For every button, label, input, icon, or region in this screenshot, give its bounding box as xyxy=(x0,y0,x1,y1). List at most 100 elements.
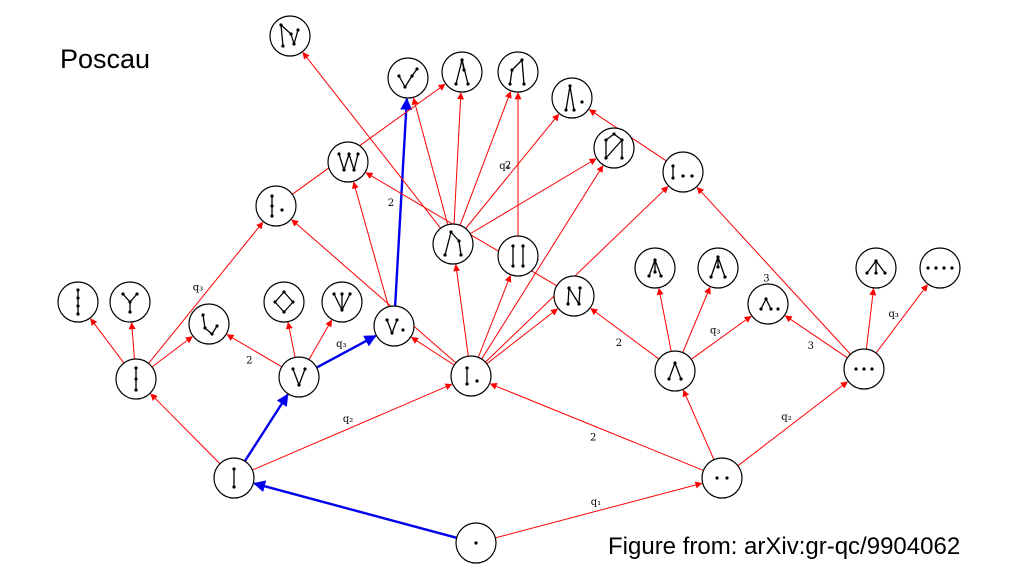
hasse-point xyxy=(128,310,132,314)
hasse-point xyxy=(232,485,236,489)
edge-n3b-n4e xyxy=(308,319,332,360)
hasse-point xyxy=(647,274,651,278)
edge-n3e-n4l xyxy=(696,186,851,355)
poset-node-v-up xyxy=(278,356,320,398)
poset-node-chain-2-plus-2-dots xyxy=(662,151,704,193)
hasse-point xyxy=(764,297,768,301)
path-edge-n4f-n4t xyxy=(393,97,413,307)
edge-n3a-n4b xyxy=(128,322,136,360)
hasse-point xyxy=(76,312,80,316)
node-circle xyxy=(593,127,635,169)
edge-label: 3 xyxy=(808,341,814,352)
hasse-link xyxy=(605,139,623,159)
hasse-link xyxy=(509,69,513,85)
edge-label: 2 xyxy=(246,355,252,366)
hasse-point xyxy=(332,292,336,296)
hasse-link xyxy=(717,256,726,278)
slide-title: Poscau xyxy=(60,44,151,74)
hasse-point xyxy=(337,152,341,156)
poset-node-lambda-chain xyxy=(432,223,474,265)
hasse-link xyxy=(567,287,570,305)
hasse-point xyxy=(457,239,461,243)
poset-node-antichain-4 xyxy=(919,247,961,289)
hasse-link xyxy=(386,319,393,334)
edge-n4r-n4v xyxy=(459,90,512,226)
hasse-point xyxy=(297,383,301,387)
edge-n1-n2b xyxy=(495,481,703,539)
hasse-link xyxy=(338,153,345,171)
hasse-link xyxy=(202,314,206,329)
edge-n3e-n4p xyxy=(865,288,877,350)
hasse-point xyxy=(568,84,572,88)
hasse-point xyxy=(580,100,584,104)
hasse-link xyxy=(511,59,523,71)
hasse-point xyxy=(280,208,284,212)
hasse-point xyxy=(273,300,277,304)
hasse-link xyxy=(765,298,772,310)
hasse-point xyxy=(390,331,394,335)
node-circle xyxy=(497,51,539,93)
edge-n2a-n3c xyxy=(252,383,453,471)
hasse-point xyxy=(134,377,138,381)
hasse-point xyxy=(572,108,576,112)
hasse-point xyxy=(725,476,729,480)
nodes-layer xyxy=(57,15,961,564)
node-circle xyxy=(432,223,474,265)
hasse-point xyxy=(352,168,356,172)
hasse-link xyxy=(348,153,355,171)
hasse-link xyxy=(298,368,306,386)
edge-n3e-n4o xyxy=(784,315,848,359)
hasse-point xyxy=(128,300,132,304)
hasse-point xyxy=(303,367,307,371)
hasse-point xyxy=(759,307,763,311)
hasse-point xyxy=(270,214,274,218)
edge-n3a-n4a xyxy=(90,318,125,364)
hasse-link xyxy=(343,153,350,171)
hasse-point xyxy=(679,377,683,381)
edge-n3c-n4j xyxy=(486,308,558,365)
node-circle xyxy=(269,15,311,57)
hasse-point xyxy=(883,271,887,275)
hasse-point xyxy=(289,32,293,36)
edge-n3d-n4m xyxy=(656,287,672,352)
edge-n3d-n4n xyxy=(682,286,711,353)
poset-node-l-shape xyxy=(188,303,230,345)
hasse-point xyxy=(459,253,463,257)
edge-n3c-n4x xyxy=(481,165,604,360)
poset-node-lambda xyxy=(654,350,696,392)
hasse-point xyxy=(291,367,295,371)
edge-n3c-n4f xyxy=(411,337,455,366)
hasse-point xyxy=(210,332,214,336)
hasse-point xyxy=(870,367,874,371)
hasse-point xyxy=(403,85,407,89)
path-edge-n1-n2a xyxy=(253,480,457,539)
poset-node-fan-3 xyxy=(855,247,897,289)
edge-label: 2 xyxy=(388,198,394,209)
edge-label: q₃ xyxy=(336,339,346,350)
hasse-point xyxy=(653,270,657,274)
poset-node-chain-2 xyxy=(213,457,255,499)
hasse-link xyxy=(521,59,525,85)
hasse-link xyxy=(710,256,719,278)
hasse-point xyxy=(401,328,405,332)
hasse-point xyxy=(567,286,571,290)
hasse-point xyxy=(566,302,570,306)
edge-n4r-n4w xyxy=(465,113,560,229)
hasse-point xyxy=(508,82,512,86)
hasse-point xyxy=(356,152,360,156)
node-circle xyxy=(497,235,539,277)
poset-node-single-dot xyxy=(455,522,497,564)
hasse-point xyxy=(134,366,138,370)
node-circle xyxy=(278,356,320,398)
edge-n3c-n4k xyxy=(291,219,457,364)
hasse-link xyxy=(353,153,359,171)
hasse-link xyxy=(280,24,292,35)
hasse-link xyxy=(293,29,299,45)
hasse-point xyxy=(862,367,866,371)
edge-n3b-n4c xyxy=(226,334,283,368)
hasse-point xyxy=(282,290,286,294)
hasse-point xyxy=(690,174,694,178)
hasse-link xyxy=(875,260,886,274)
poset-node-chain-2-plus-dot xyxy=(450,355,492,397)
